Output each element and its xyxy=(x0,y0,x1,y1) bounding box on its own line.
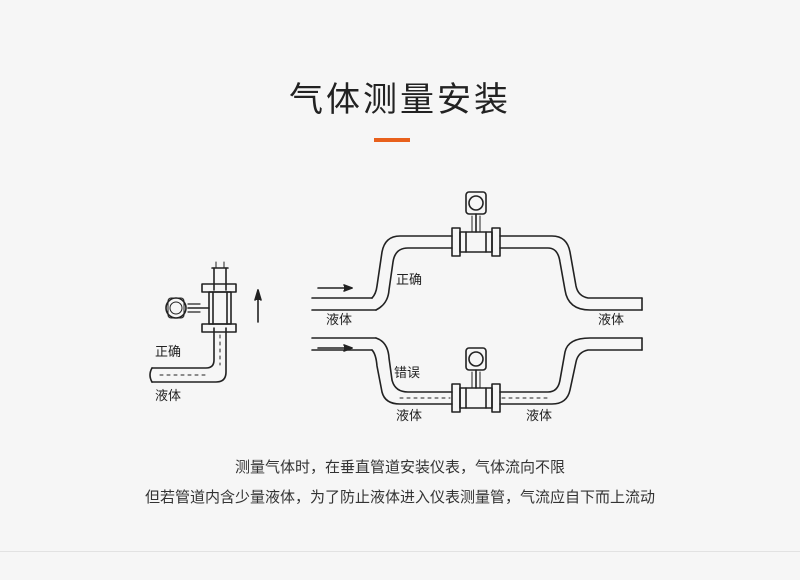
top-correct-label: 正确 xyxy=(396,273,422,288)
vertical-flange-top xyxy=(201,283,237,293)
vertical-installation xyxy=(149,261,262,383)
bottom-route xyxy=(311,337,643,413)
description-line-2: 但若管道内含少量液体，为了防止液体进入仪表测量管，气流应自下而上流动 xyxy=(144,488,655,506)
vertical-flange-bottom xyxy=(201,323,237,333)
top-meter-body xyxy=(459,231,493,253)
vertical-pipe-right-wall xyxy=(151,327,227,383)
vertical-pipe-left-wall xyxy=(151,327,215,369)
vertical-correct-label: 正确 xyxy=(155,345,181,360)
title-underline xyxy=(374,138,410,142)
bottom-wrong-label: 错误 xyxy=(394,366,420,381)
bottom-transmitter-head xyxy=(468,351,484,367)
top-liquid-left-label: 液体 xyxy=(326,313,352,328)
top-transmitter-head xyxy=(468,195,484,211)
vertical-liquid-label: 液体 xyxy=(155,389,181,404)
bottom-liquid-right-label: 液体 xyxy=(526,409,552,424)
top-liquid-right-label: 液体 xyxy=(598,313,624,328)
bottom-meter-body xyxy=(459,387,493,409)
vertical-transmitter-head xyxy=(165,297,187,319)
page-title: 气体测量安装 xyxy=(289,80,511,120)
bottom-divider xyxy=(0,551,800,552)
bottom-liquid-left-label: 液体 xyxy=(396,409,422,424)
top-route xyxy=(311,191,643,311)
description-line-1: 测量气体时，在垂直管道安装仪表，气体流向不限 xyxy=(234,458,565,476)
vertical-pipe-end-cap xyxy=(149,367,153,383)
